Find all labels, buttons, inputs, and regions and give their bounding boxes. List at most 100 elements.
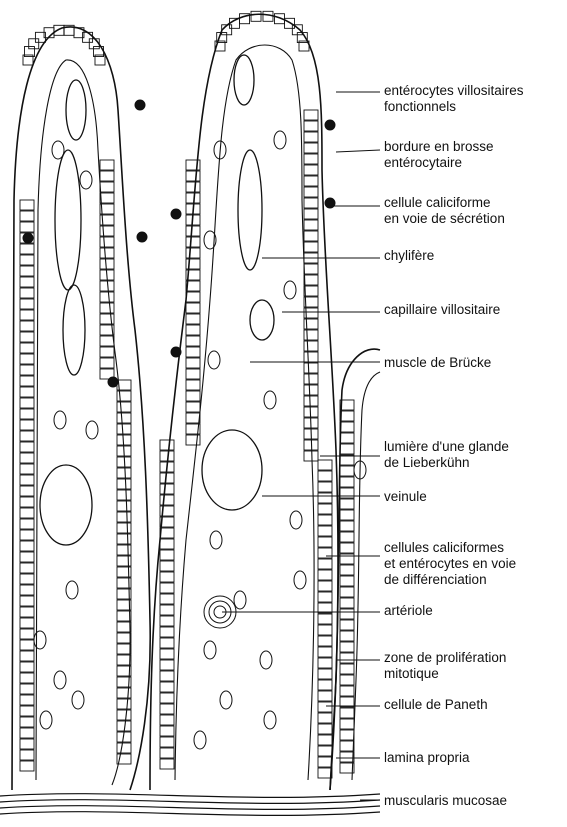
muscle-fiber xyxy=(0,800,380,804)
epithelial-cell xyxy=(160,572,174,582)
epithelial-cell xyxy=(20,673,34,683)
vessel-lumen xyxy=(238,150,262,270)
label-line: et entérocytes en voie xyxy=(384,556,516,572)
epithelial-cell xyxy=(20,640,34,650)
epithelial-cell xyxy=(340,411,354,421)
epithelial-cell xyxy=(340,664,354,674)
epithelial-cell xyxy=(160,627,174,637)
epithelial-cell xyxy=(117,611,131,621)
label-line: veinule xyxy=(384,489,427,505)
label-line: zone de prolifération xyxy=(384,650,506,666)
epithelial-cell xyxy=(117,479,131,489)
epithelial-cell xyxy=(340,598,354,608)
epithelial-cell xyxy=(340,587,354,597)
epithelial-cell xyxy=(304,176,318,186)
label-line: muscularis mucosae xyxy=(384,793,507,809)
epithelial-cell xyxy=(318,614,332,624)
goblet-cell xyxy=(23,233,33,243)
nucleus xyxy=(72,691,84,709)
epithelial-cell xyxy=(160,550,174,560)
epithelial-cell xyxy=(117,501,131,511)
epithelial-cell xyxy=(304,165,318,175)
label-line: lamina propria xyxy=(384,750,470,766)
label-line: cellule caliciforme xyxy=(384,195,505,211)
epithelial-cell xyxy=(186,182,200,192)
epithelial-cell xyxy=(340,576,354,586)
epithelial-cell xyxy=(304,330,318,340)
epithelial-cell xyxy=(20,453,34,463)
label-line: entérocytaire xyxy=(384,155,494,171)
epithelial-cell xyxy=(186,391,200,401)
epithelial-cell xyxy=(186,325,200,335)
nucleus xyxy=(264,711,276,729)
epithelial-cell xyxy=(304,187,318,197)
epithelial-cell xyxy=(117,622,131,632)
epithelial-cell xyxy=(20,662,34,672)
epithelial-cell xyxy=(117,413,131,423)
epithelial-cell xyxy=(318,746,332,756)
epithelial-cell xyxy=(117,468,131,478)
label-arteriole: artériole xyxy=(384,603,433,619)
epithelial-cell xyxy=(20,618,34,628)
nucleus xyxy=(260,651,272,669)
epithelial-cell xyxy=(160,704,174,714)
goblet-cell xyxy=(135,100,145,110)
epithelial-cell xyxy=(186,193,200,203)
epithelial-cell xyxy=(186,336,200,346)
epithelial-cell xyxy=(318,735,332,745)
nucleus xyxy=(264,391,276,409)
epithelial-cell xyxy=(263,11,273,21)
epithelial-cell xyxy=(20,574,34,584)
epithelial-cell xyxy=(186,435,200,445)
epithelial-cell xyxy=(340,444,354,454)
epithelial-cell xyxy=(20,508,34,518)
label-line: capillaire villositaire xyxy=(384,302,500,318)
goblet-cell xyxy=(171,209,181,219)
epithelial-cell xyxy=(340,631,354,641)
label-lumiere: lumière d'une glande de Lieberkühn xyxy=(384,439,509,471)
epithelial-cell xyxy=(340,675,354,685)
label-line: fonctionnels xyxy=(384,99,524,115)
epithelial-cell xyxy=(304,396,318,406)
epithelial-cell xyxy=(160,616,174,626)
nucleus xyxy=(40,711,52,729)
epithelial-cell xyxy=(100,248,114,258)
epithelial-cell xyxy=(100,160,114,170)
epithelial-cell xyxy=(20,354,34,364)
nucleus xyxy=(284,281,296,299)
epithelial-cell xyxy=(304,132,318,142)
epithelial-cell xyxy=(20,420,34,430)
label-lamina: lamina propria xyxy=(384,750,470,766)
epithelial-cell xyxy=(318,570,332,580)
epithelial-cell xyxy=(340,422,354,432)
epithelial-cell xyxy=(20,607,34,617)
epithelial-cell xyxy=(117,490,131,500)
goblet-cell xyxy=(171,347,181,357)
epithelial-cell xyxy=(20,266,34,276)
epithelial-cell xyxy=(340,752,354,762)
nucleus xyxy=(66,581,78,599)
epithelial-cell xyxy=(20,343,34,353)
muscle-fiber xyxy=(0,794,380,798)
epithelial-cell xyxy=(160,495,174,505)
label-enterocytes: entérocytes villositaires fonctionnels xyxy=(384,83,524,115)
epithelial-cell xyxy=(160,726,174,736)
epithelial-cell xyxy=(186,413,200,423)
epithelial-cell xyxy=(20,519,34,529)
epithelial-cell xyxy=(160,561,174,571)
nucleus xyxy=(194,731,206,749)
label-caliciforme: cellule caliciforme en voie de sécrétion xyxy=(384,195,505,227)
epithelial-cell xyxy=(117,633,131,643)
nucleus xyxy=(34,631,46,649)
epithelial-cell xyxy=(100,237,114,247)
epithelial-cell xyxy=(117,424,131,434)
epithelial-cell xyxy=(340,741,354,751)
epithelial-cell xyxy=(100,303,114,313)
epithelial-cell xyxy=(89,39,99,49)
nucleus xyxy=(274,131,286,149)
epithelial-cell xyxy=(340,565,354,575)
epithelial-cell xyxy=(340,433,354,443)
goblet-cell xyxy=(137,232,147,242)
epithelial-cell xyxy=(186,358,200,368)
